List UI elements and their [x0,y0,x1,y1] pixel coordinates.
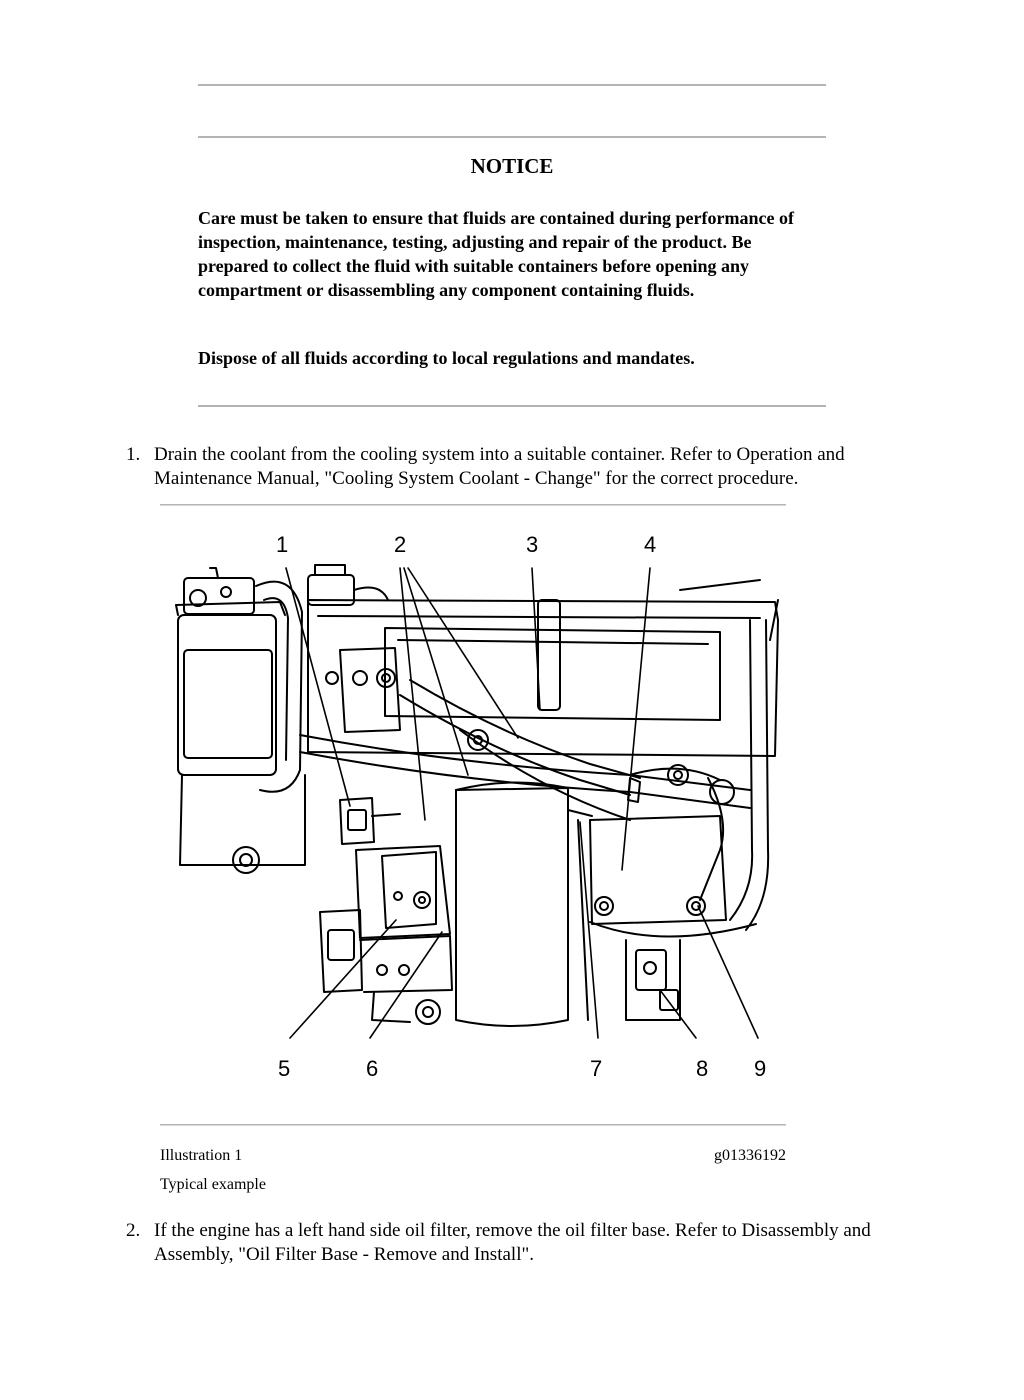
figure-top-rule [160,504,786,506]
notice-title: NOTICE [470,154,554,178]
illustration-id: g01336192 [714,1147,786,1164]
notice-bottom-rule [198,405,826,407]
step-text: Drain the coolant from the cooling syste… [154,444,845,489]
illustration-label: Illustration 1 [160,1147,243,1164]
callout-8: 8 [696,1056,708,1081]
callout-6: 6 [366,1056,378,1081]
callout-3: 3 [526,532,538,557]
callout-5: 5 [278,1056,290,1081]
step-number: 1. [126,444,141,465]
step-1: 1. Drain the coolant from the cooling sy… [126,443,916,491]
step-text: If the engine has a left hand side oil f… [154,1220,871,1265]
notice-inner-rule [198,136,826,138]
step-2: 2. If the engine has a left hand side oi… [126,1219,916,1267]
notice-paragraph-1: Care must be taken to ensure that fluids… [198,208,794,300]
callout-7: 7 [590,1056,602,1081]
illustration-caption: Typical example [160,1176,266,1193]
callout-9: 9 [754,1056,766,1081]
engine-illustration: 1 2 3 4 5 6 7 8 9 [160,520,786,1100]
step-number: 2. [126,1220,141,1241]
notice-top-rule [198,84,826,86]
callout-1: 1 [276,532,288,557]
callout-4: 4 [644,532,656,557]
callout-2: 2 [394,532,406,557]
figure-bottom-rule [160,1124,786,1126]
notice-paragraph-2: Dispose of all fluids according to local… [198,348,695,368]
